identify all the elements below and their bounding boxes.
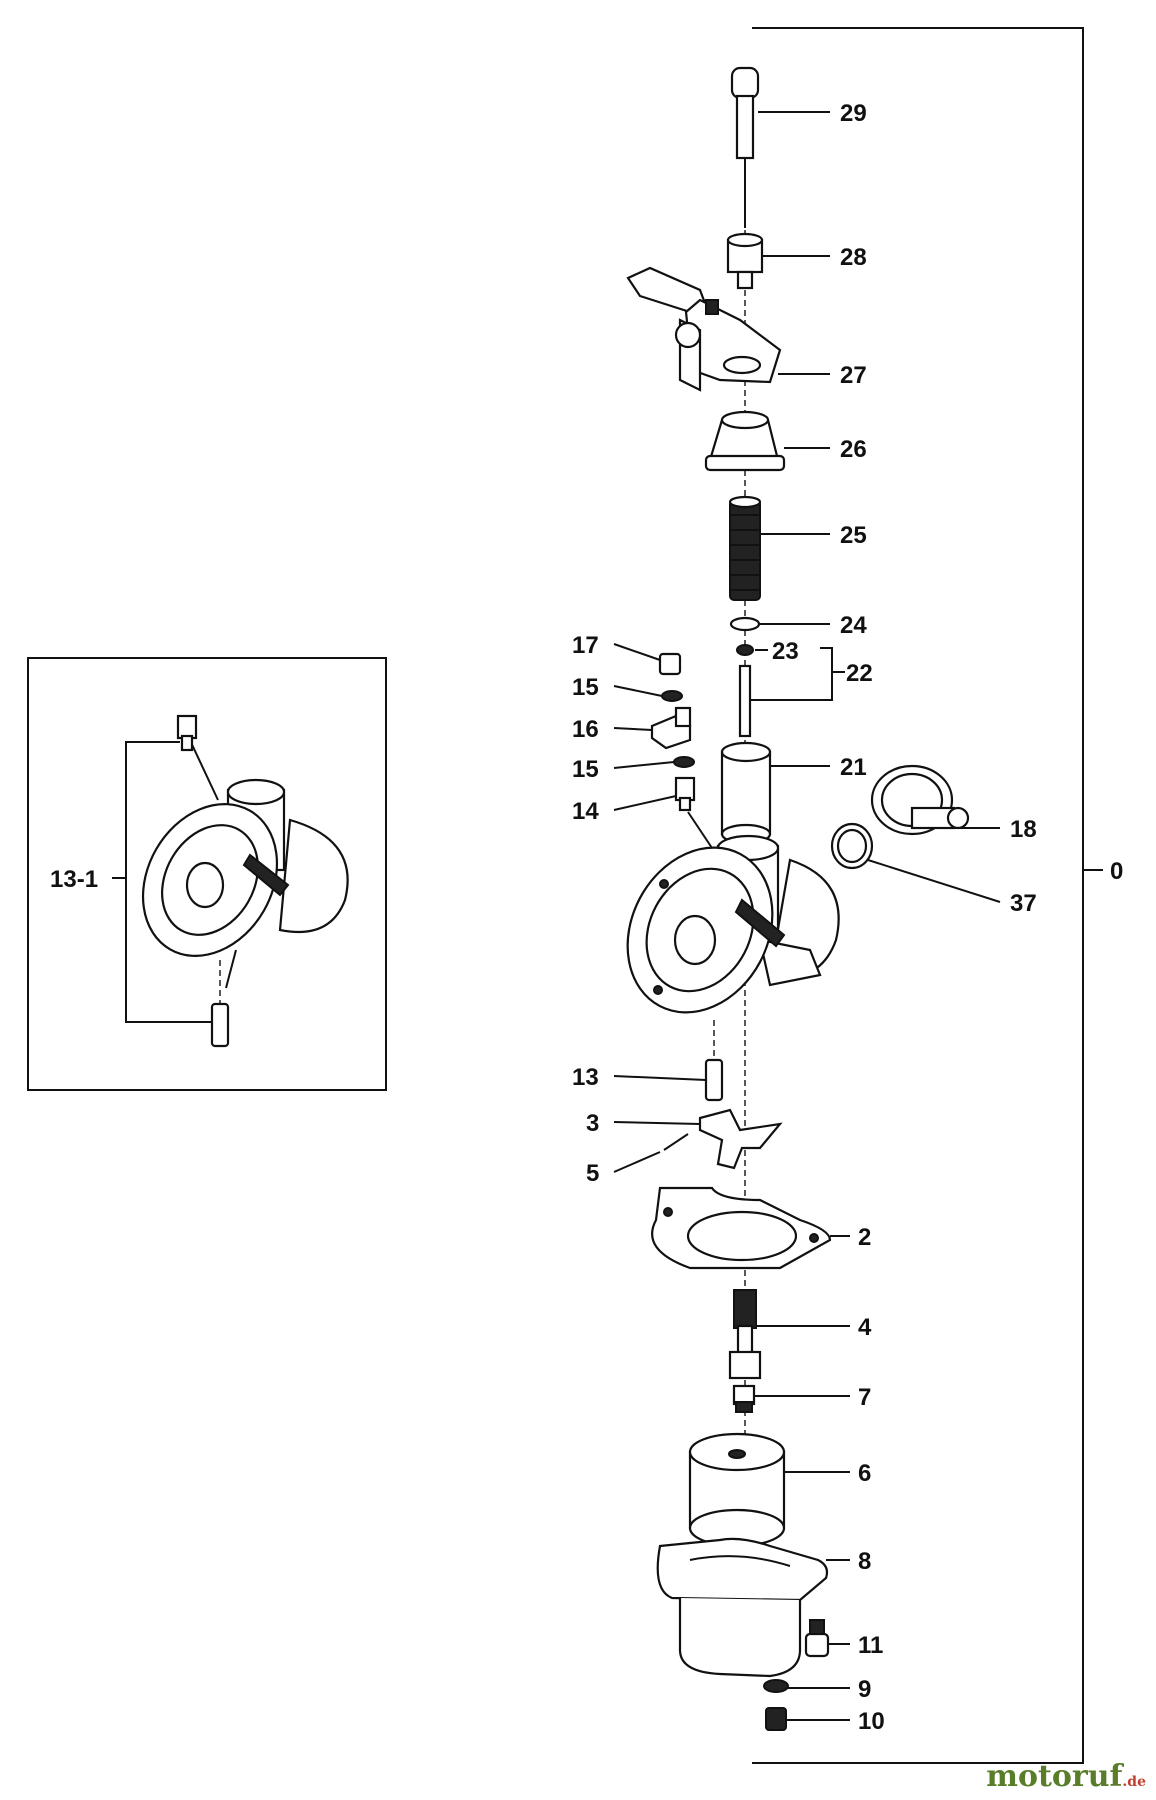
part-29-rod [730,66,830,228]
part-8-float-bowl [656,1537,850,1678]
part-22-23-needle [736,644,845,738]
motoruf-watermark: motoruf.de [986,1759,1146,1794]
callout-13-1: 13-1 [50,866,98,893]
callout-3: 3 [586,1110,599,1137]
inset-box [27,657,387,1091]
callout-labels: 29 28 27 26 25 24 23 22 21 18 0 37 17 15… [50,100,1123,1735]
callout-2: 2 [858,1224,871,1251]
callout-25: 25 [840,522,867,549]
inset-jet [210,960,230,1048]
callout-11: 11 [858,1632,883,1659]
callout-28: 28 [840,244,867,271]
part-6-float [688,1432,850,1548]
callout-10: 10 [858,1708,885,1735]
inset-screw [176,714,198,752]
callout-13: 13 [572,1064,599,1091]
part-37-oring [830,822,1001,903]
callout-15b: 15 [572,756,599,783]
callout-17: 17 [572,632,599,659]
part-7-screw [732,1384,850,1413]
part-14-17-screw-stack [613,643,721,861]
carburetor-body [626,834,840,1014]
callout-4: 4 [858,1314,872,1341]
callout-24: 24 [840,612,867,639]
part-25-spring [728,495,830,601]
callout-29: 29 [840,100,867,127]
callout-6: 6 [858,1460,871,1487]
callout-18: 18 [1010,816,1037,843]
part-28-nut [726,232,830,290]
part-24-washer [729,616,830,632]
callout-27: 27 [840,362,867,389]
callout-21: 21 [840,754,867,781]
part-13-jet [613,1020,724,1102]
part-11-screw [804,1619,850,1658]
callout-9: 9 [858,1676,871,1703]
callout-22: 22 [846,660,873,687]
part-3-5-float-lever [613,1108,783,1173]
inset-carburetor-body [141,778,349,958]
callout-37: 37 [1010,890,1037,917]
callout-26: 26 [840,436,867,463]
callout-15a: 15 [572,674,599,701]
assembly-bracket [752,27,1103,1764]
part-27-lever [626,266,830,392]
part-26-cap [704,410,830,472]
callout-23: 23 [772,638,799,665]
callout-14: 14 [572,798,599,825]
part-9-washer [763,1679,850,1693]
watermark-suffix: .de [1122,1774,1146,1790]
callout-8: 8 [858,1548,871,1575]
callout-0: 0 [1110,858,1123,885]
part-10-drain-screw [765,1707,850,1731]
callout-5: 5 [586,1160,599,1187]
part-21-slide [720,741,830,845]
callout-7: 7 [858,1384,871,1411]
part-2-gasket [651,1186,850,1270]
watermark-brand: motoruf [986,1759,1123,1794]
part-18-clamp [870,764,1000,836]
part-4-jet-holder [728,1289,850,1380]
callout-16: 16 [572,716,599,743]
